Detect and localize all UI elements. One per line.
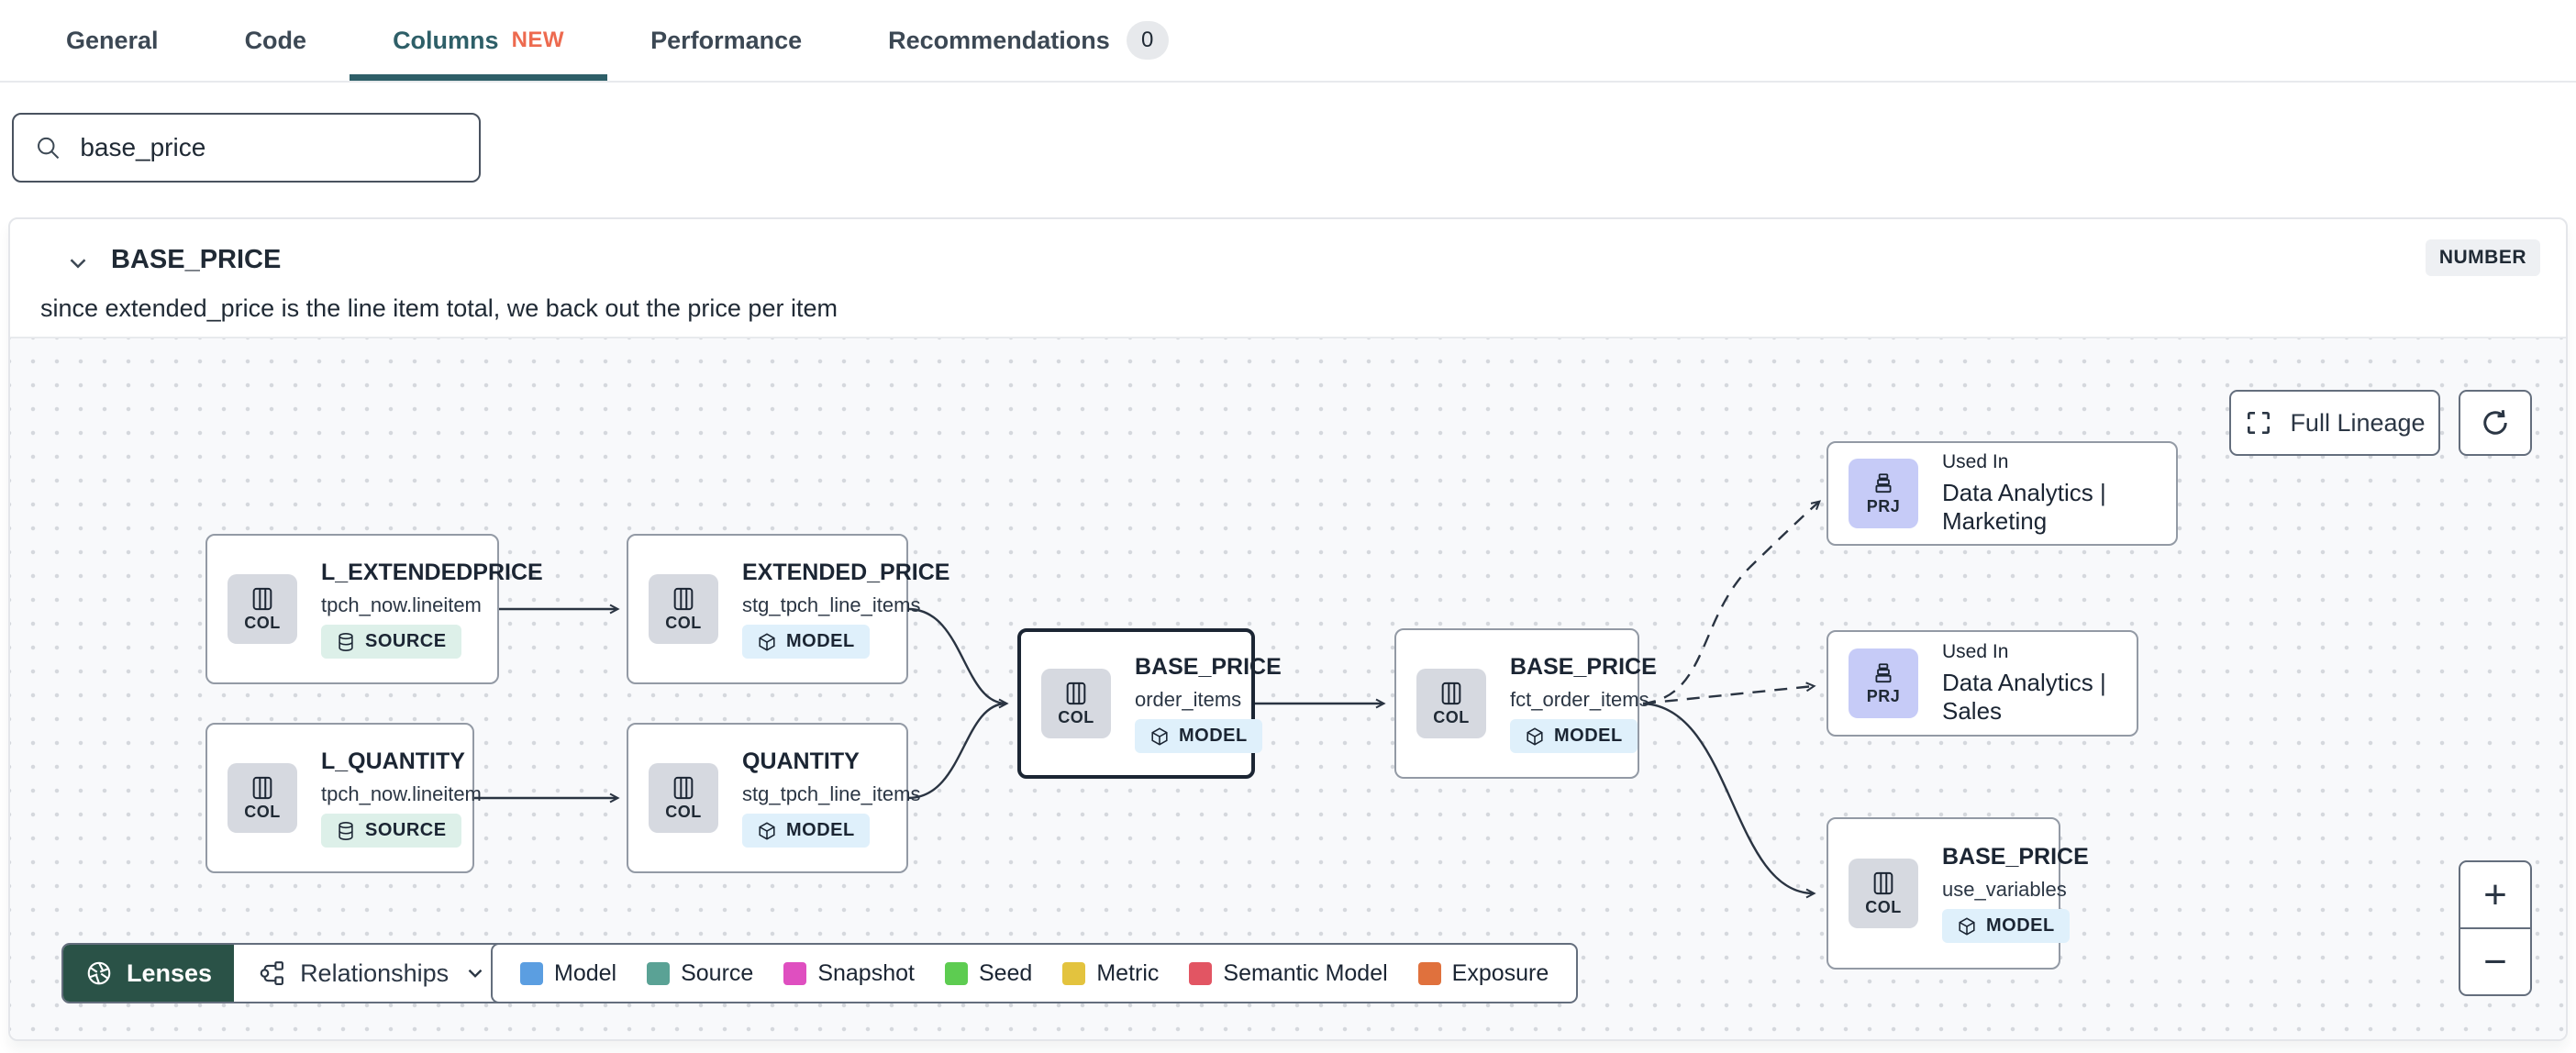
column-icon: COL <box>228 574 297 644</box>
node-title: L_EXTENDEDPRICE <box>321 560 543 585</box>
tab-code[interactable]: Code <box>244 26 307 54</box>
node-subtitle: tpch_now.lineitem <box>321 593 482 616</box>
refresh-button[interactable] <box>2459 390 2532 456</box>
legend-item-semantic-model: Semantic Model <box>1189 960 1388 987</box>
node-title: BASE_PRICE <box>1510 654 1657 680</box>
new-badge: NEW <box>511 28 565 52</box>
search-icon <box>38 137 60 160</box>
legend-item-source: Source <box>647 960 753 987</box>
project-icon: PRJ <box>1849 459 1918 528</box>
column-card: BASE_PRICE NUMBER since extended_price i… <box>8 217 2568 1041</box>
chevron-down-icon <box>468 969 483 978</box>
model-badge: MODEL <box>1135 719 1262 753</box>
node-base-price-fct-order-items[interactable]: COL BASE_PRICE fct_order_items MODEL <box>1394 628 1657 779</box>
node-subtitle: stg_tpch_line_items <box>742 593 921 616</box>
node-title: Data Analytics | Marketing <box>1942 479 2106 535</box>
legend-item-metric: Metric <box>1062 960 1159 987</box>
tab-columns[interactable]: Columns NEW <box>350 0 607 81</box>
node-subtitle: tpch_now.lineitem <box>321 782 482 805</box>
cube-icon <box>759 632 775 651</box>
project-icon: PRJ <box>1849 648 1918 718</box>
lineage-edges <box>474 500 1821 899</box>
full-lineage-button[interactable]: Full Lineage <box>2229 390 2440 456</box>
exposure-swatch <box>1417 961 1441 985</box>
column-icon: COL <box>649 763 718 833</box>
used-in-label: Used In <box>1942 451 2009 472</box>
source-badge: SOURCE <box>321 625 461 659</box>
metric-swatch <box>1062 961 1086 985</box>
relationships-icon <box>260 961 283 985</box>
column-icon: COL <box>1849 859 1918 928</box>
column-icon: COL <box>1041 669 1111 738</box>
column-icon: COL <box>649 574 718 644</box>
cube-icon <box>1151 726 1168 746</box>
column-description: since extended_price is the line item to… <box>40 294 838 322</box>
tab-performance[interactable]: Performance <box>650 26 803 54</box>
node-title: BASE_PRICE <box>1135 654 1282 680</box>
column-search[interactable] <box>12 113 481 183</box>
legend-item-seed: Seed <box>944 960 1032 987</box>
node-base-price-use-variables[interactable]: COL BASE_PRICE use_variables MODEL <box>1827 817 2089 970</box>
semantic-model-swatch <box>1189 961 1213 985</box>
column-type-badge: NUMBER <box>2425 239 2540 276</box>
column-name: BASE_PRICE <box>111 245 282 274</box>
node-l-quantity[interactable]: COL L_QUANTITY tpch_now.lineitem SOURCE <box>205 723 482 873</box>
zoom-out-button[interactable]: − <box>2483 938 2507 984</box>
lineage-canvas[interactable]: COL L_EXTENDEDPRICE tpch_now.lineitem SO… <box>10 337 2566 1039</box>
node-subtitle: stg_tpch_line_items <box>742 782 921 805</box>
model-badge: MODEL <box>742 625 870 659</box>
node-title: BASE_PRICE <box>1942 844 2089 870</box>
column-icon: COL <box>1416 669 1486 738</box>
cube-icon <box>1527 726 1543 746</box>
model-badge: MODEL <box>1510 719 1638 753</box>
expand-icon <box>2248 412 2271 434</box>
model-swatch <box>520 961 543 985</box>
seed-swatch <box>944 961 968 985</box>
source-badge: SOURCE <box>321 814 461 848</box>
node-title: L_QUANTITY <box>321 748 465 774</box>
column-icon: COL <box>228 763 297 833</box>
tab-recommendations[interactable]: Recommendations 0 <box>845 0 1212 81</box>
aperture-icon <box>87 961 111 985</box>
node-subtitle: fct_order_items <box>1510 688 1649 711</box>
node-used-in-sales[interactable]: PRJ Used In Data Analytics | Sales <box>1827 630 2138 737</box>
node-quantity[interactable]: COL QUANTITY stg_tpch_line_items MODEL <box>627 723 920 873</box>
database-icon <box>339 821 353 840</box>
lenses-button[interactable]: Lenses <box>63 945 235 1002</box>
search-input[interactable] <box>80 133 459 162</box>
resource-legend: Model Source Snapshot Seed Metric Semant… <box>491 943 1579 1003</box>
legend-item-model: Model <box>520 960 616 987</box>
legend-item-exposure: Exposure <box>1417 960 1549 987</box>
zoom-in-button[interactable]: + <box>2460 862 2530 929</box>
node-base-price-order-items[interactable]: COL BASE_PRICE order_items MODEL <box>1017 628 1282 779</box>
source-swatch <box>647 961 671 985</box>
node-subtitle: order_items <box>1135 688 1242 711</box>
model-badge: MODEL <box>742 814 870 848</box>
node-subtitle: use_variables <box>1942 878 2067 901</box>
node-title: Data Analytics | Sales <box>1942 669 2106 725</box>
cube-icon <box>1959 916 1975 936</box>
cube-icon <box>759 821 775 840</box>
tab-general[interactable]: General <box>66 26 159 54</box>
snapshot-swatch <box>783 961 807 985</box>
zoom-control: + − <box>2459 860 2532 996</box>
database-icon <box>339 632 353 651</box>
refresh-icon <box>2483 410 2507 435</box>
legend-item-snapshot: Snapshot <box>783 960 915 987</box>
recommendations-count-badge: 0 <box>1126 21 1169 60</box>
collapse-chevron-icon[interactable] <box>58 243 98 283</box>
node-title: QUANTITY <box>742 748 860 774</box>
node-title: EXTENDED_PRICE <box>742 560 950 585</box>
used-in-label: Used In <box>1942 641 2009 662</box>
node-l-extendedprice[interactable]: COL L_EXTENDEDPRICE tpch_now.lineitem SO… <box>205 534 543 684</box>
relationships-dropdown[interactable]: Relationships <box>234 945 512 1002</box>
tab-bar: General Code Columns NEW Performance Rec… <box>0 0 2576 83</box>
model-badge: MODEL <box>1942 909 2070 943</box>
node-used-in-marketing[interactable]: PRJ Used In Data Analytics | Marketing <box>1827 441 2178 546</box>
node-extended-price[interactable]: COL EXTENDED_PRICE stg_tpch_line_items M… <box>627 534 949 684</box>
lenses-control-bar: Lenses Relationships <box>61 943 514 1003</box>
